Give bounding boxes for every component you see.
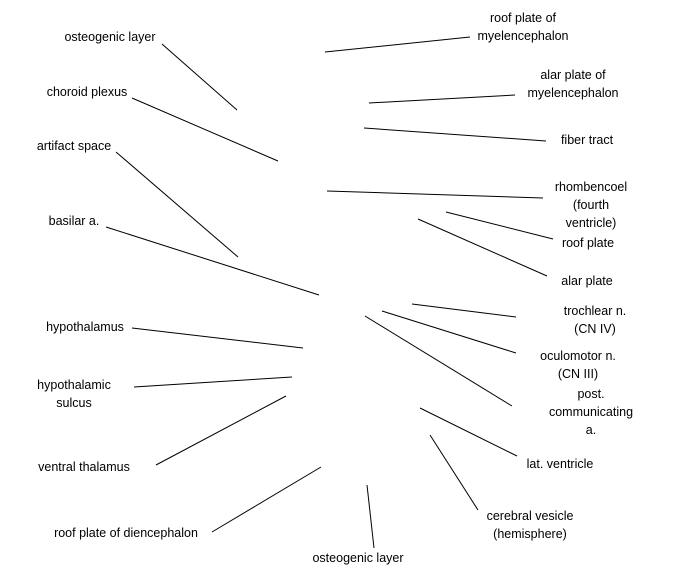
label-roof-plate-diencephalon: roof plate of diencephalon (54, 526, 198, 540)
label-ventral-thalamus: ventral thalamus (38, 460, 130, 474)
label-choroid-plexus: choroid plexus (46, 85, 128, 99)
leader-line (131, 97, 279, 162)
leader-line (131, 327, 304, 349)
leader-line (411, 303, 517, 318)
leader-line (364, 315, 513, 407)
leader-line (326, 190, 544, 199)
label-fiber-tract: fiber tract (560, 133, 614, 147)
label-rhombencoel: rhombencoel (fourth ventricle) (554, 180, 628, 230)
label-alar-plate-myelencephalon: alar plate of myelencephalon (527, 68, 619, 100)
label-artifact-space: artifact space (36, 139, 112, 153)
leader-line (366, 484, 375, 549)
leader-line (363, 127, 547, 142)
leader-line (419, 407, 518, 457)
label-cerebral-vesicle: cerebral vesicle (hemisphere) (486, 509, 574, 541)
leader-line (368, 94, 516, 104)
leader-line (105, 226, 320, 296)
leader-line (133, 376, 293, 388)
label-lat-ventricle: lat. ventricle (526, 457, 594, 471)
label-trochlear-nerve: trochlear n. (CN IV) (563, 304, 627, 336)
label-hypothalamus: hypothalamus (46, 320, 124, 334)
label-hypothalamic-sulcus: hypothalamic sulcus (37, 378, 111, 410)
label-roof-plate: roof plate (561, 236, 615, 250)
label-osteogenic-layer-top: osteogenic layer (64, 30, 156, 44)
leader-line (445, 211, 554, 240)
leader-line (211, 466, 322, 533)
label-osteogenic-layer-bottom: osteogenic layer (312, 551, 404, 565)
leader-line (429, 434, 479, 511)
leader-line (155, 395, 287, 466)
label-roof-plate-myelencephalon: roof plate of myelencephalon (477, 11, 569, 43)
leader-line (381, 310, 517, 354)
label-basilar-artery: basilar a. (48, 214, 100, 228)
label-alar-plate: alar plate (561, 274, 613, 288)
leader-line (417, 218, 548, 277)
leader-line (115, 151, 239, 258)
leader-line (324, 36, 471, 53)
leader-line (161, 43, 238, 111)
label-post-communicating-artery: post. communicating a. (548, 387, 634, 437)
label-oculomotor-nerve: oculomotor n. (CN III) (540, 349, 616, 381)
